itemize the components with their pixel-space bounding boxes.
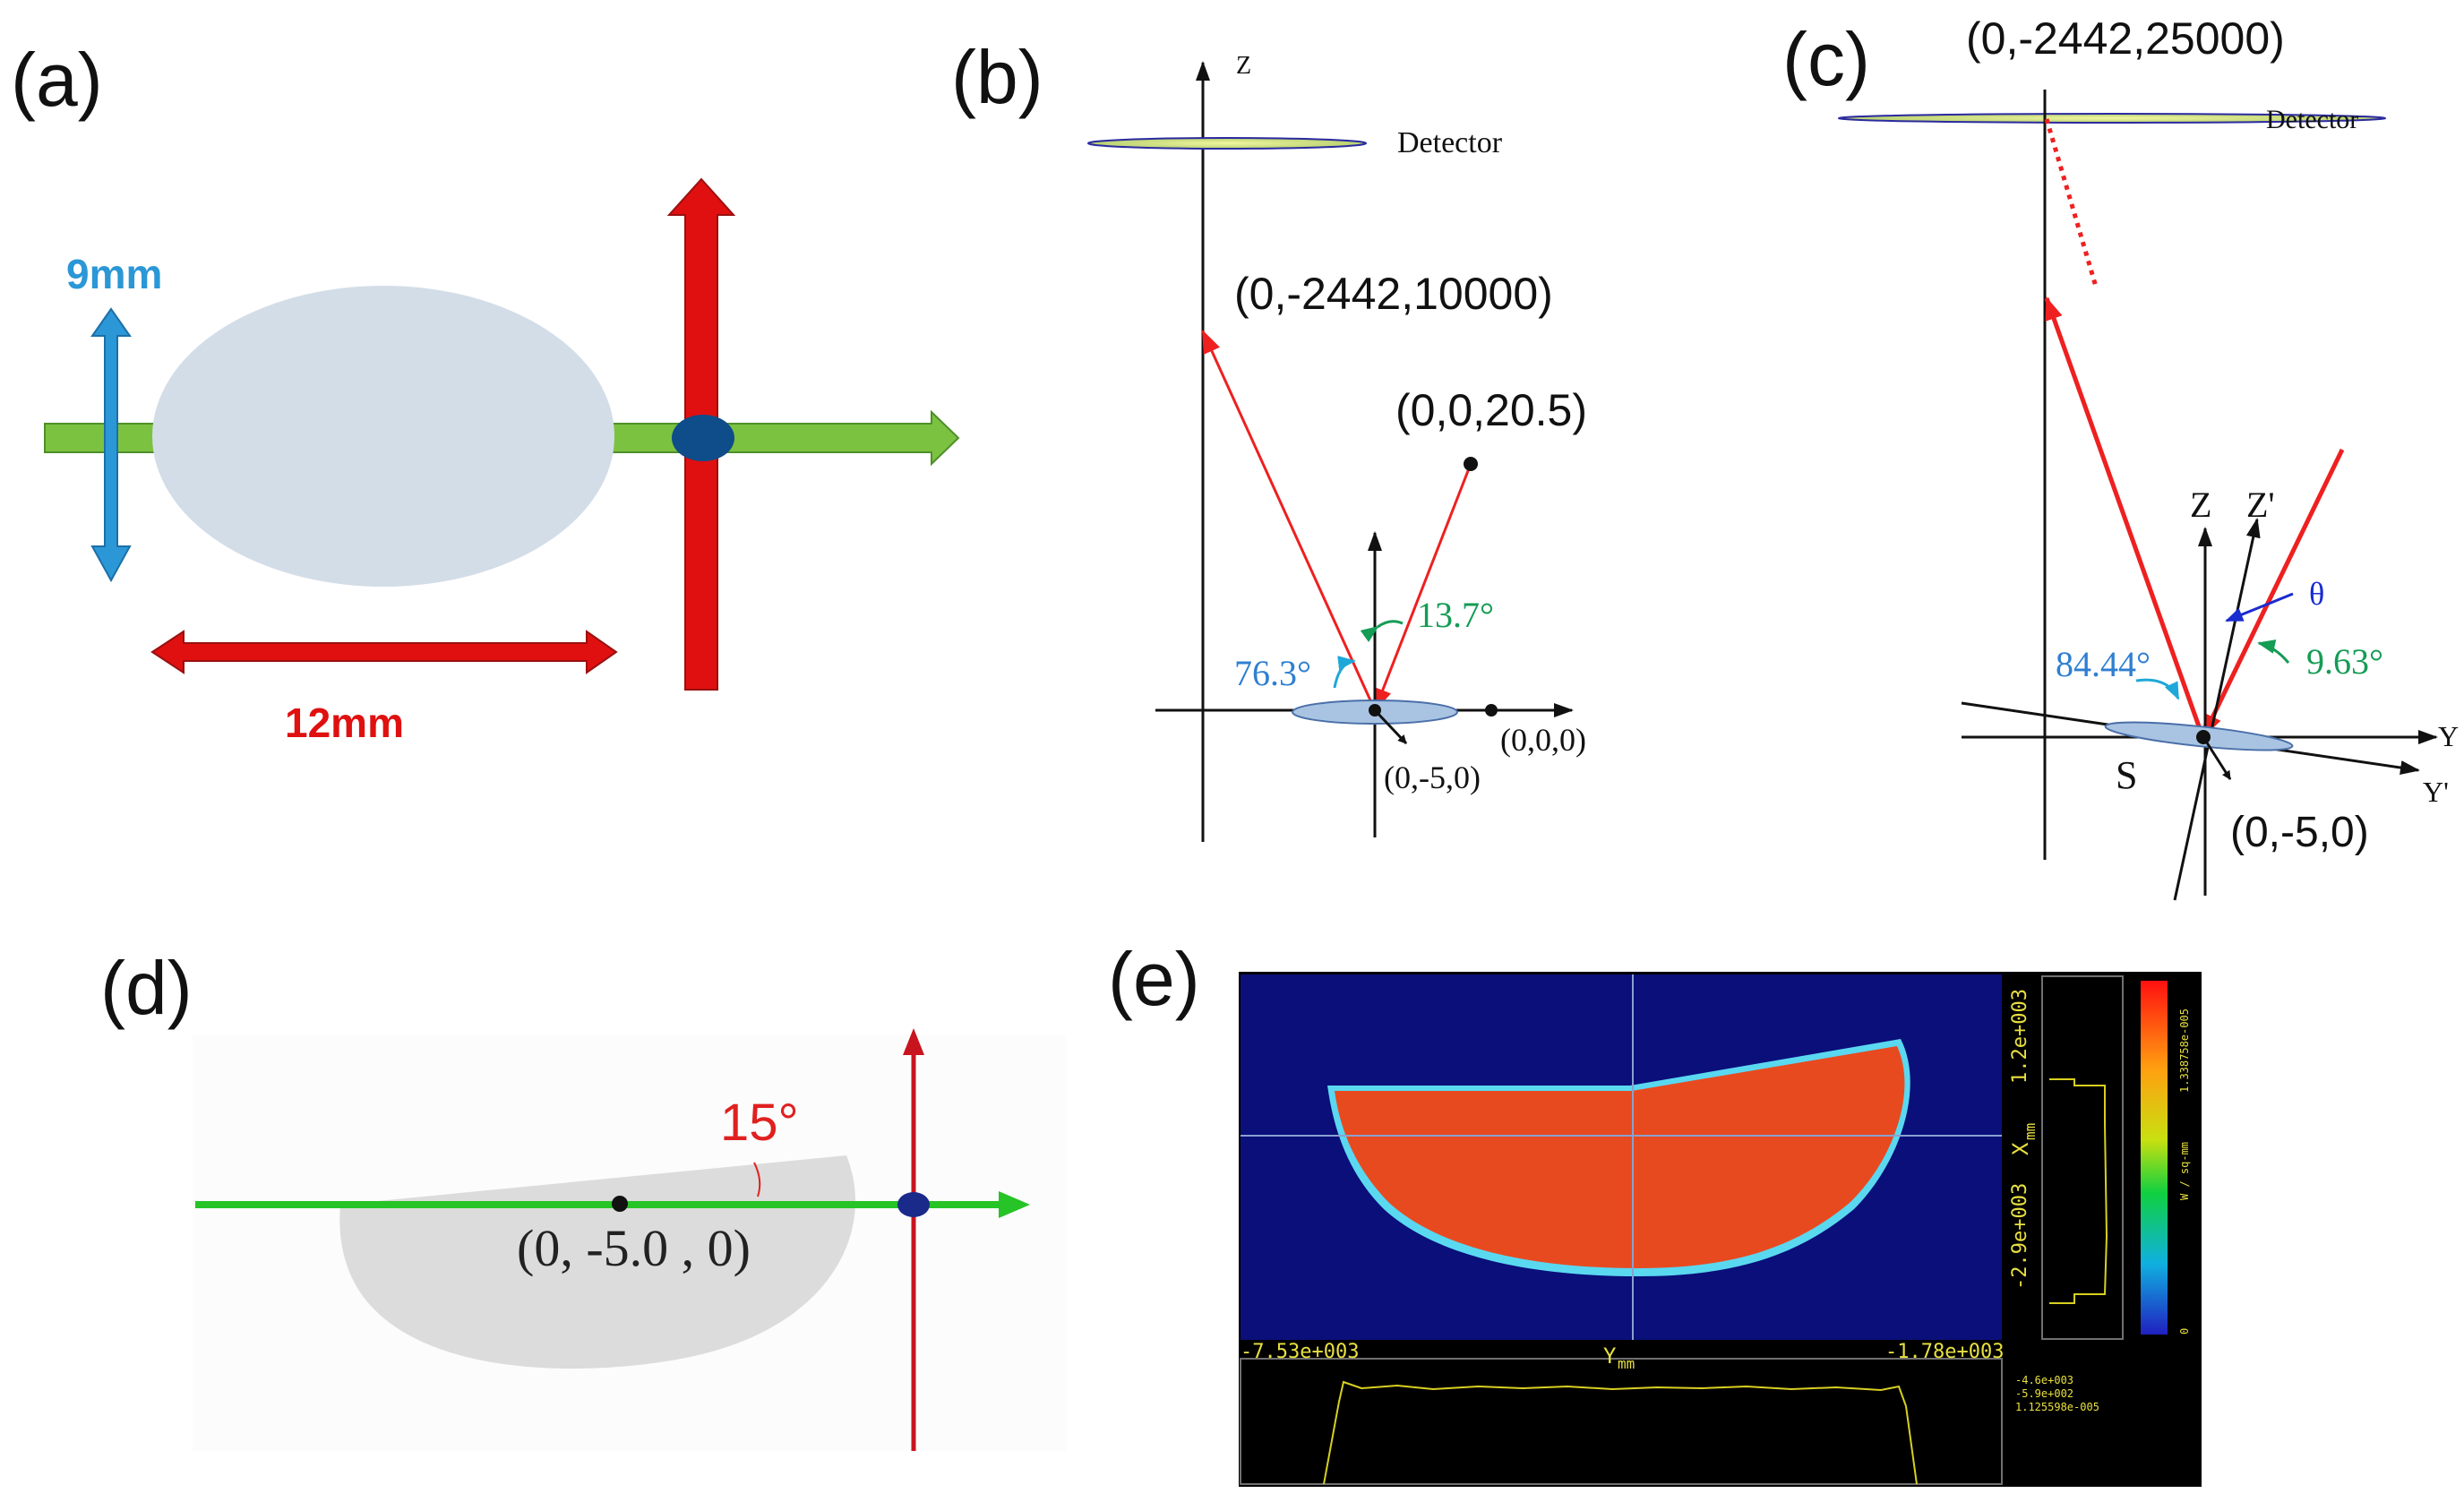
e-y-label: Y [1603,1343,1617,1369]
c-detector-point-label: (0,-2442,25000) [1966,13,2285,64]
panel-b: (b) Z Detector (0,-2442,10000) (0,0,20.5… [951,35,1587,842]
c-incident-beam [2201,448,2345,738]
z-axis-label: Z [1236,52,1251,80]
sample-ellipse [152,286,614,587]
c-angle-84-label: 84.44° [2056,644,2151,684]
c-sample-point-label: (0,-5,0) [2230,809,2369,856]
panel-e: (e) -7.53e+003 Y mm -1.78e+003 1.2e+003 … [1108,937,2202,1487]
panel-c: (c) (0,-2442,25000) Detector Z Z' Y Y' S… [1782,13,2459,901]
detector-label: Detector [1397,126,1503,159]
e-colorbar-min: 0 [2178,1328,2191,1335]
c-beam-extension [2044,118,2099,288]
c-sample-s-label: S [2116,753,2137,797]
d-green-arrowhead [999,1191,1030,1218]
c-y-label: Y [2438,720,2459,752]
e-y-profile-trace [1323,1380,1918,1485]
angle-76-label: 76.3° [1234,653,1311,693]
detector [1087,137,1367,150]
d-center-dot [612,1196,628,1212]
origin-label: (0,0,0) [1500,722,1586,758]
d-sample-shape [339,1155,855,1369]
reflected-beam [1201,330,1377,711]
c-reflected-beam [2044,296,2206,740]
d-angle-label: 15° [720,1094,799,1152]
e-colorbar [2141,981,2168,1335]
c-angle-9-label: 9.63° [2306,641,2383,682]
angle-arc-green [1360,620,1404,642]
e-readout-3: 1.125598e-005 [2015,1401,2099,1413]
angle-13-label: 13.7° [1417,595,1494,635]
e-y-min: -7.53e+003 [1241,1341,1359,1363]
dim-9mm-label: 9mm [66,251,162,297]
e-colorbar-max: 1.338758e-005 [2178,1008,2191,1093]
panel-c-label: (c) [1782,17,1870,101]
incident-beam [1373,463,1472,712]
e-y-max: -1.78e+003 [1885,1341,2004,1363]
panel-d-label: (d) [100,946,193,1030]
d-red-arrowhead [903,1028,924,1055]
sample-normal-arrow [1373,708,1408,745]
origin-dot [1485,704,1498,717]
e-y-sub: mm [1618,1355,1635,1372]
dim-12mm-label: 12mm [285,700,404,746]
panel-a: (a) 9mm 12mm [11,38,960,746]
source-point [1464,457,1478,471]
c-theta-arrow [2225,592,2294,622]
e-beam-footprint [1335,1046,1905,1268]
source-point-label: (0,0,20.5) [1395,385,1587,435]
c-detector [1838,113,2386,124]
c-angle-arc-green [2257,639,2290,664]
c-sample-normal-arrow [2202,736,2232,780]
e-x-label: X [2008,1142,2033,1155]
e-x-profile-trace [2049,1078,2108,1304]
panel-a-label: (a) [11,38,103,122]
e-x-sub: mm [2022,1123,2039,1140]
e-readout-2: -5.9e+002 [2015,1387,2073,1400]
e-x-profile [2041,975,2124,1340]
c-z-prime-axis [2173,518,2261,901]
e-x-bottom: -2.9e+003 [2009,1183,2031,1290]
c-detector-label: Detector [2266,105,2358,134]
red-dimension-arrow [150,630,618,674]
d-angle-arc [753,1162,761,1197]
panel-d: (d) (0, -5.0 , 0) 15° [100,946,1066,1451]
e-readout-1: -4.6e+003 [2015,1374,2073,1386]
panel-b-label: (b) [951,35,1043,119]
c-z-label: Z [2190,485,2211,525]
e-y-profile [1240,1358,2003,1485]
d-intersection-dot [897,1192,930,1217]
c-z-prime-label: Z' [2246,485,2275,525]
c-y-prime-label: Y' [2423,776,2449,808]
detector-point-label: (0,-2442,10000) [1234,269,1553,319]
panel-e-label: (e) [1108,937,1200,1021]
intersection-dot [672,415,734,461]
blue-dimension-arrow [90,307,132,583]
e-colorbar-unit: W / sq-mm [2178,1142,2191,1200]
angle-arc-blue [1333,656,1356,689]
d-point-label: (0, -5.0 , 0) [517,1219,751,1277]
e-x-top: 1.2e+003 [2009,989,2031,1084]
c-angle-arc-blue [2135,678,2180,700]
sample-point-label: (0,-5,0) [1384,760,1481,795]
c-theta-label: θ [2309,576,2324,612]
